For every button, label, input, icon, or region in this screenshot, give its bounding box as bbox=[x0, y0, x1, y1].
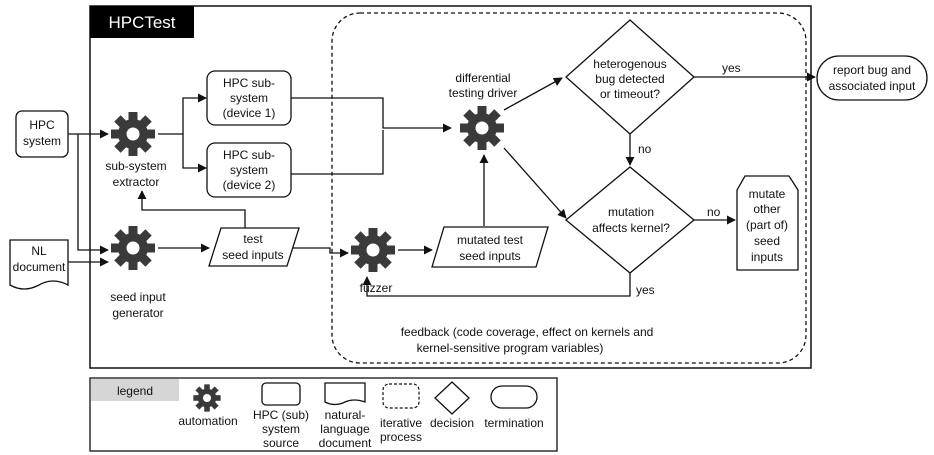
svg-text:seed: seed bbox=[754, 234, 780, 248]
mutate-other-seed-inputs-node: mutate other (part of) seed inputs bbox=[736, 175, 799, 271]
svg-text:extractor: extractor bbox=[113, 175, 160, 189]
test-seed-inputs-node: test seed inputs bbox=[208, 227, 300, 267]
decision-mutation-affects-kernel: mutation affects kernel? bbox=[564, 166, 696, 274]
mutated-test-seed-inputs-node: mutated test seed inputs bbox=[431, 226, 549, 268]
seed-input-generator-icon bbox=[111, 226, 155, 270]
svg-text:other: other bbox=[753, 202, 780, 216]
svg-text:affects kernel?: affects kernel? bbox=[592, 221, 670, 235]
svg-text:source: source bbox=[263, 436, 299, 450]
fuzzer-icon bbox=[351, 228, 395, 272]
hpctest-frame: HPCTest bbox=[89, 5, 812, 369]
legend-iterative-label: iterative bbox=[380, 416, 422, 430]
svg-text:or timeout?: or timeout? bbox=[600, 87, 660, 101]
svg-text:HPC sub-: HPC sub- bbox=[223, 76, 275, 90]
differential-testing-driver-label: differential bbox=[455, 71, 510, 85]
svg-text:(part of): (part of) bbox=[746, 218, 788, 232]
hpc-subsystem-device2: HPC sub- system (device 2) bbox=[206, 142, 292, 198]
legend-termination-shape bbox=[490, 385, 538, 409]
svg-text:report bug and: report bug and bbox=[833, 63, 911, 77]
nl-document-node: NL document bbox=[9, 239, 69, 290]
svg-text:system: system bbox=[262, 422, 300, 436]
legend: legend automation HPC (sub) system sourc… bbox=[89, 377, 558, 452]
svg-text:language: language bbox=[320, 422, 370, 436]
edge-label-no-right: no bbox=[707, 205, 721, 219]
edge-label-no-down: no bbox=[638, 142, 652, 156]
svg-text:(device 2): (device 2) bbox=[223, 178, 276, 192]
differential-testing-driver-icon bbox=[460, 106, 504, 150]
legend-document-shape bbox=[324, 382, 366, 406]
svg-text:bug detected: bug detected bbox=[595, 72, 664, 86]
decision-bug-detected: heterogenous bug detected or timeout? bbox=[565, 19, 695, 135]
svg-text:testing driver: testing driver bbox=[449, 86, 518, 100]
legend-source-shape bbox=[261, 382, 301, 406]
hpc-subsystem-device1: HPC sub- system (device 1) bbox=[206, 70, 292, 126]
svg-text:mutated test: mutated test bbox=[457, 233, 524, 247]
legend-automation-icon bbox=[193, 384, 221, 412]
svg-text:heterogenous: heterogenous bbox=[593, 57, 666, 71]
fuzzer-label: fuzzer bbox=[360, 281, 393, 295]
legend-iterative-shape bbox=[382, 383, 420, 409]
svg-text:test: test bbox=[243, 232, 263, 246]
svg-text:NL: NL bbox=[31, 244, 47, 258]
sub-system-extractor-label: sub-system bbox=[105, 159, 166, 173]
edges bbox=[68, 72, 816, 297]
seed-input-generator-label: seed input bbox=[110, 290, 166, 304]
svg-text:kernel-sensitive program varia: kernel-sensitive program variables) bbox=[417, 341, 604, 355]
svg-text:associated input: associated input bbox=[829, 79, 916, 93]
svg-text:seed inputs: seed inputs bbox=[459, 249, 520, 263]
svg-text:HPC sub-: HPC sub- bbox=[223, 148, 275, 162]
edge-label-yes-report: yes bbox=[722, 61, 741, 75]
svg-text:(device 1): (device 1) bbox=[223, 106, 276, 120]
svg-text:mutation: mutation bbox=[608, 205, 654, 219]
sub-system-extractor-icon bbox=[111, 112, 155, 156]
svg-text:document: document bbox=[319, 436, 372, 450]
iterative-process-region bbox=[331, 12, 807, 364]
legend-automation-label: automation bbox=[178, 414, 237, 428]
report-bug-termination: report bug and associated input bbox=[816, 55, 928, 101]
legend-decision-shape bbox=[434, 381, 470, 415]
svg-text:system: system bbox=[230, 91, 268, 105]
svg-text:mutate: mutate bbox=[749, 187, 786, 201]
hpc-system-node: HPC system bbox=[15, 110, 69, 158]
legend-document-label: natural- bbox=[325, 408, 366, 422]
svg-text:document: document bbox=[13, 260, 66, 274]
svg-text:generator: generator bbox=[112, 306, 163, 320]
legend-source-label: HPC (sub) bbox=[253, 408, 309, 422]
svg-text:system: system bbox=[23, 134, 61, 148]
svg-text:system: system bbox=[230, 163, 268, 177]
svg-text:inputs: inputs bbox=[751, 250, 783, 264]
legend-title: legend bbox=[117, 384, 153, 398]
hpctest-title: HPCTest bbox=[108, 13, 175, 32]
legend-decision-label: decision bbox=[430, 416, 474, 430]
feedback-label: feedback (code coverage, effect on kerne… bbox=[401, 325, 654, 339]
svg-text:HPC: HPC bbox=[29, 118, 55, 132]
edge-label-yes-feedback: yes bbox=[636, 283, 655, 297]
legend-termination-label: termination bbox=[484, 416, 543, 430]
svg-text:process: process bbox=[380, 430, 422, 444]
svg-text:seed inputs: seed inputs bbox=[222, 248, 283, 262]
